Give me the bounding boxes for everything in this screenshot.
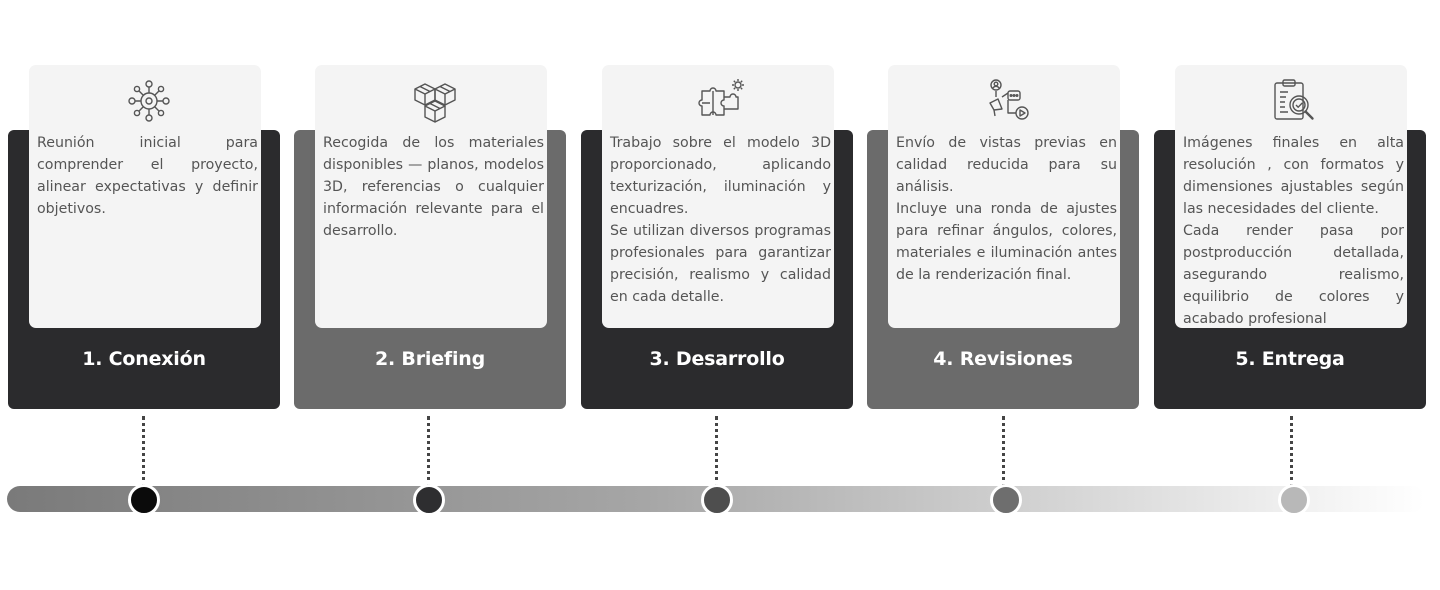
step-paragraph: Se utilizan diversos programas profesion… bbox=[610, 223, 831, 305]
step-description: Imágenes finales en alta resolución , co… bbox=[1183, 132, 1404, 330]
step-description: Envío de vistas previas en calidad reduc… bbox=[896, 132, 1117, 286]
step-title: 1. Conexión bbox=[82, 348, 206, 370]
step-4: 4. Revisiones Envío de vistas previas en… bbox=[867, 0, 1139, 410]
step-3: 3. Desarrollo Trabajo sobre el modelo 3D… bbox=[581, 0, 853, 410]
step-paragraph: Incluye una ronda de ajustes para refina… bbox=[896, 201, 1117, 283]
connector-line bbox=[715, 416, 718, 488]
step-5: 5. Entrega Imágenes finales en alta reso… bbox=[1154, 0, 1426, 410]
timeline-dot bbox=[990, 484, 1022, 516]
step-paragraph: Imágenes finales en alta resolución , co… bbox=[1183, 135, 1404, 217]
step-2: 2. Briefing Recogida de los materiales d… bbox=[294, 0, 566, 410]
feedback-icon bbox=[984, 77, 1032, 125]
step-paragraph: Trabajo sobre el modelo 3D proporcionado… bbox=[610, 135, 831, 217]
puzzle-gear-icon bbox=[698, 77, 746, 125]
step-title: 2. Briefing bbox=[374, 348, 485, 370]
boxes-icon bbox=[411, 77, 459, 125]
timeline-dot bbox=[1278, 484, 1310, 516]
network-gear-icon bbox=[125, 77, 173, 125]
step-description: Reunión inicial para comprender el proye… bbox=[37, 132, 258, 220]
step-card: Imágenes finales en alta resolución , co… bbox=[1175, 65, 1407, 328]
step-card: Recogida de los materiales disponibles —… bbox=[315, 65, 547, 328]
step-paragraph: Recogida de los materiales disponibles —… bbox=[323, 135, 544, 239]
step-description: Trabajo sobre el modelo 3D proporcionado… bbox=[610, 132, 831, 308]
timeline-dot bbox=[128, 484, 160, 516]
clipboard-check-icon bbox=[1271, 77, 1319, 125]
step-title: 3. Desarrollo bbox=[649, 348, 785, 370]
timeline-dot bbox=[701, 484, 733, 516]
connector-line bbox=[1002, 416, 1005, 488]
step-card: Reunión inicial para comprender el proye… bbox=[29, 65, 261, 328]
step-description: Recogida de los materiales disponibles —… bbox=[323, 132, 544, 242]
step-title: 5. Entrega bbox=[1235, 348, 1345, 370]
connector-line bbox=[427, 416, 430, 488]
timeline-dot bbox=[413, 484, 445, 516]
step-paragraph: Cada render pasa por postproducción deta… bbox=[1183, 223, 1404, 327]
connector-line bbox=[142, 416, 145, 488]
step-card: Envío de vistas previas en calidad reduc… bbox=[888, 65, 1120, 328]
step-1: 1. Conexión Reunión inicial para compren… bbox=[8, 0, 280, 410]
step-paragraph: Reunión inicial para comprender el proye… bbox=[37, 135, 258, 217]
step-title: 4. Revisiones bbox=[933, 348, 1073, 370]
step-paragraph: Envío de vistas previas en calidad reduc… bbox=[896, 135, 1117, 195]
step-card: Trabajo sobre el modelo 3D proporcionado… bbox=[602, 65, 834, 328]
connector-line bbox=[1290, 416, 1293, 488]
